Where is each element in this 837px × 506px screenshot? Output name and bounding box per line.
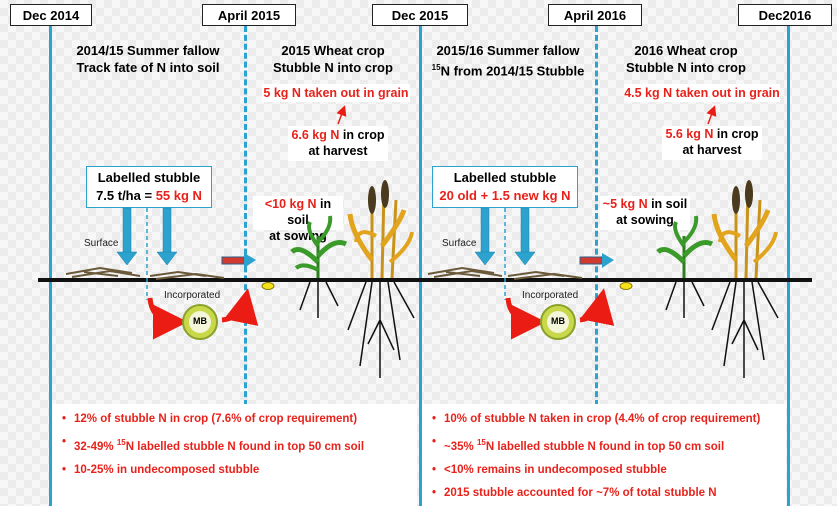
surface-stubble-2015 [427,266,583,280]
finding-item: 2015 stubble accounted for ~7% of total … [432,482,778,505]
soil-n-2015: <10 kg N in soil at sowing [253,196,343,243]
findings-panel-2016: 10% of stubble N taken in crop (4.4% of … [422,404,786,506]
timeline-line-apr2015 [244,26,247,406]
blue-arrow-incorporated-2015 [514,207,536,266]
period-heading-wheat-2016: 2016 Wheat crop Stubble N into crop [626,43,746,75]
red-arrow-into-mb-2015 [505,297,546,340]
blue-arrow-surface-2014 [116,207,138,266]
finding-item: 12% of stubble N in crop (7.6% of crop r… [62,408,409,431]
findings-panel-2015: 12% of stubble N in crop (7.6% of crop r… [52,404,417,506]
date-label-dec2015: Dec 2015 [372,4,468,26]
surface-stubble-2014 [65,266,225,280]
red-arrow-into-mb-2014 [147,297,188,340]
mature-wheat-plant-2016 [711,180,779,378]
timeline-line-dec2014 [49,26,52,506]
date-label-dec2016: Dec2016 [738,4,832,26]
finding-item: <10% remains in undecomposed stubble [432,459,778,482]
crop-n-2015: 6.6 kg N in crop at harvest [288,126,388,161]
blue-arrow-incorporated-2014 [156,207,178,266]
red-arrow-crop-to-grain-2016 [706,105,717,125]
timeline-line-apr2016 [595,26,598,406]
timeline-line-dec2015 [419,26,422,506]
finding-item: ~35% 15N labelled stubble N found in top… [432,431,778,459]
finding-item: 10-25% in undecomposed stubble [62,459,409,482]
soil-n-2016: ~5 kg N in soil at sowing [600,196,690,230]
grain-n-2015: 5 kg N taken out in grain [262,84,410,102]
period-heading-fallow-2014: 2014/15 Summer fallow Track fate of N in… [76,43,220,75]
soil-n-arrow-2015 [221,253,256,268]
surface-label-2014: Surface [84,238,119,249]
red-arrow-crop-to-grain-2015 [336,105,347,125]
mb-label-2015: MB [551,316,565,326]
labelled-stubble-box-2015: Labelled stubble 20 old + 1.5 new kg N [432,166,578,208]
date-label-apr2015: April 2015 [202,4,296,26]
grain-n-2016: 4.5 kg N taken out in grain [624,84,780,102]
mature-wheat-plant-2015 [347,180,415,378]
finding-item: 10% of stubble N taken in crop (4.4% of … [432,408,778,431]
period-heading-wheat-2015: 2015 Wheat crop Stubble N into crop [273,43,393,75]
timeline-line-dec2016 [787,26,790,506]
seed-icon-2016 [619,282,633,290]
incorporated-label-2014: Incorporated [164,290,221,301]
date-label-dec2014: Dec 2014 [10,4,92,26]
crop-n-2016: 5.6 kg N in crop at harvest [662,126,762,160]
young-wheat-plant-2016 [656,215,714,318]
mb-label-2014: MB [193,316,207,326]
surface-label-2015: Surface [442,238,477,249]
period-heading-fallow-2015: 2015/16 Summer fallow 15N from 2014/15 S… [431,43,585,79]
seed-icon-2015 [261,282,275,290]
blue-arrow-surface-2015 [474,207,496,266]
red-arrow-out-mb-2015 [579,288,615,326]
date-label-apr2016: April 2016 [548,4,642,26]
incorporated-label-2015: Incorporated [522,290,579,301]
finding-item: 32-49% 15N labelled stubble N found in t… [62,431,409,459]
red-arrow-out-mb-2014 [221,288,259,326]
labelled-stubble-box-2014: Labelled stubble 7.5 t/ha = 55 kg N [86,166,212,208]
